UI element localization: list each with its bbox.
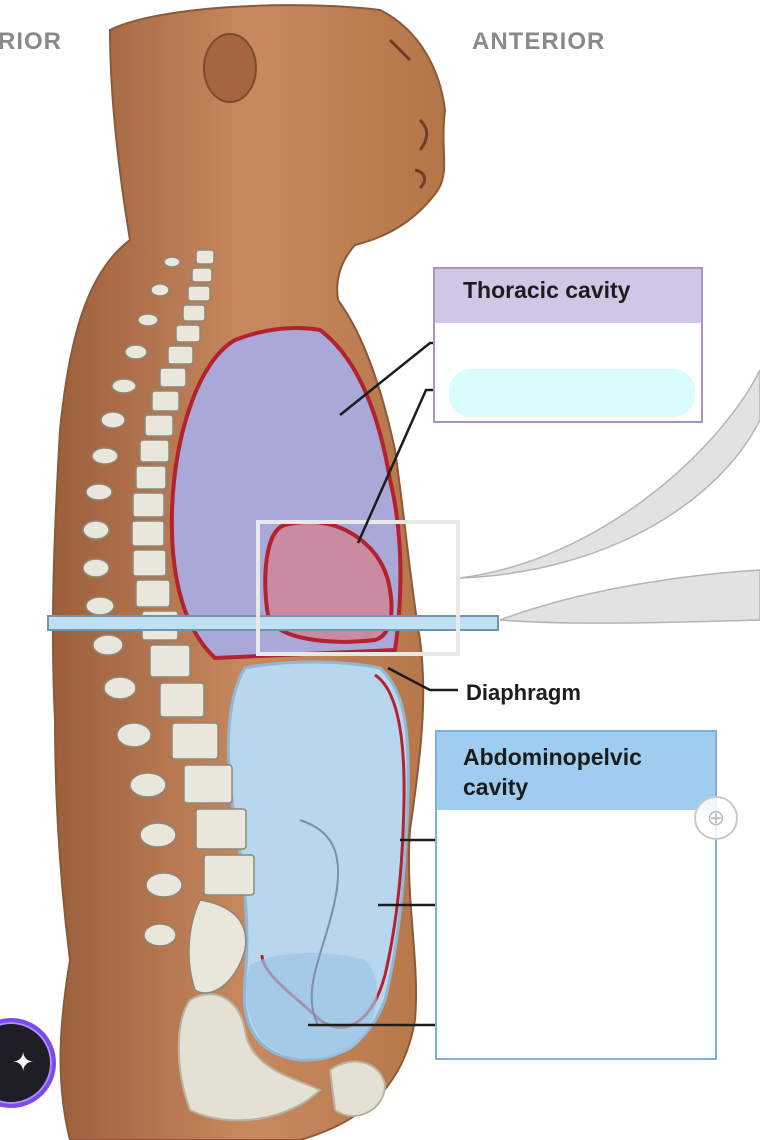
transverse-plane-bar — [47, 615, 499, 631]
thoracic-blank-field-1[interactable] — [447, 327, 693, 359]
diaphragm-label: Diaphragm — [466, 680, 581, 705]
face-profile — [388, 38, 429, 190]
thoracic-blank-field-2[interactable] — [449, 369, 695, 417]
heart-highlight-frame — [256, 520, 460, 656]
posterior-label: RIOR — [0, 28, 62, 55]
callout-wedge-upper — [459, 369, 760, 579]
callout-wedge-lower — [499, 569, 760, 624]
hip-bone — [177, 993, 322, 1122]
thoracic-cavity-title: Thoracic cavity — [435, 269, 701, 323]
femur-head — [328, 1060, 387, 1117]
leader-lines — [308, 341, 458, 1027]
anterior-label: ANTERIOR — [472, 28, 606, 55]
abdominopelvic-title-line-1: Abdominopelvic — [463, 744, 642, 770]
sparkle-icon: ✦ — [12, 1048, 34, 1078]
spinous-processes — [82, 256, 183, 947]
plus-circle-icon: ⊕ — [706, 805, 726, 831]
organ-outline — [299, 819, 340, 1026]
abdominopelvic-cavity-title: Abdominopelvic cavity — [437, 732, 715, 810]
abdominopelvic-title-line-2: cavity — [463, 774, 529, 800]
zoom-button[interactable]: ⊕ — [694, 796, 738, 840]
thoracic-cavity-label-box: Thoracic cavity — [433, 267, 703, 423]
abdominopelvic-cavity-label-box: Abdominopelvic cavity — [435, 730, 717, 1060]
ear — [203, 33, 257, 103]
